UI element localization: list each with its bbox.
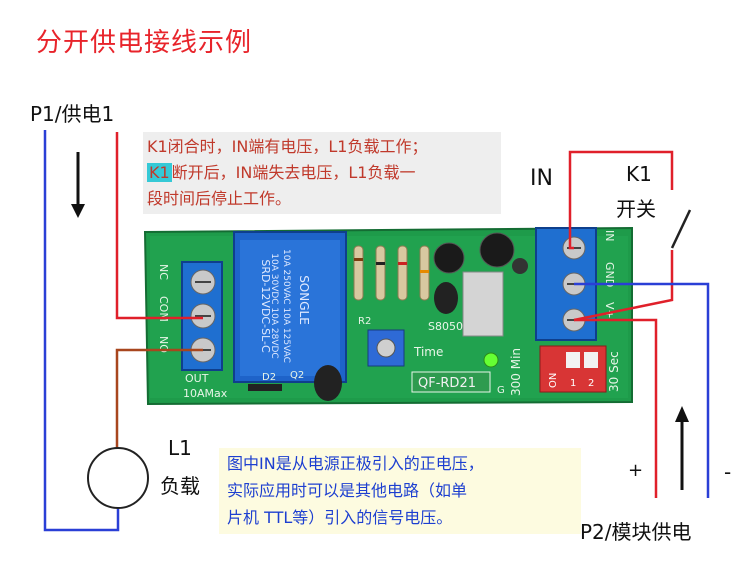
chip: [462, 271, 504, 337]
load-l1-label: L1: [168, 436, 192, 460]
load-name-label: 负载: [160, 474, 200, 498]
resistors: [353, 245, 430, 301]
note-bottom: 图中IN是从电源正极引入的正电压， 实际应用时可以是其他电路（如单 片机 TTL…: [219, 448, 581, 534]
diode: [248, 384, 282, 391]
d2-label: D2: [262, 372, 276, 383]
terminal-vplus-label: V+: [603, 302, 616, 319]
note-bottom-line1: 图中IN是从电源正极引入的正电压，: [227, 454, 484, 473]
relay-rating-1: 10A 250VAC 10A 125VAC: [281, 249, 291, 363]
relay-rating-2: 10A 30VDC 10A 28VDC: [269, 253, 279, 358]
wire-p1-positive: [115, 132, 203, 320]
note-top-line1: K1闭合时，IN端有电压，L1负载工作；: [147, 137, 428, 156]
wire-p2-positive: [574, 318, 658, 498]
left-terminal-block: [181, 261, 223, 371]
sec30-label: 30 Sec: [607, 351, 621, 392]
time-label: Time: [413, 345, 443, 359]
model-label: QF-RD21: [418, 376, 476, 391]
load-l1: [87, 447, 149, 509]
k1-switch-label: 开关: [616, 197, 656, 221]
note-top-line3: 段时间后停止工作。: [147, 189, 292, 208]
r2-label: R2: [358, 316, 371, 327]
wire-in: [568, 150, 674, 250]
terminal-com-label: COM: [157, 296, 170, 322]
out-label: OUT: [185, 372, 209, 385]
dip-1-label: 1: [570, 378, 576, 389]
p2-label: P2/模块供电: [580, 520, 692, 544]
terminal-gnd-label: GND: [603, 262, 616, 287]
led-g-label: G: [497, 385, 505, 396]
dip-2-label: 2: [588, 378, 594, 389]
s8050-label: S8050: [428, 320, 463, 333]
transistor-s8050: [434, 282, 458, 314]
transistor-q2: [314, 365, 342, 401]
note-bottom-line3: 片机 TTL等）引入的信号电压。: [227, 508, 453, 527]
in-label: IN: [530, 166, 553, 191]
wire-p2-negative: [574, 282, 710, 498]
note-bottom-line2: 实际应用时可以是其他电路（如单: [227, 481, 468, 500]
relay: SONGLE SRD-12VDC-SL-C 10A 250VAC 10A 125…: [233, 231, 347, 383]
terminal-nc-label: NC: [157, 264, 170, 280]
model-box: [411, 371, 491, 393]
wire-p1-negative: [43, 130, 120, 532]
minus-label: -: [724, 460, 732, 484]
k1-label: K1: [626, 162, 652, 186]
capacitors: [433, 232, 528, 274]
q2-label: Q2: [290, 370, 304, 381]
relay-model: SRD-12VDC-SL-C: [259, 259, 272, 353]
dip-on-label: ON: [548, 373, 559, 388]
note-top-line2-text: 断开后，IN端失去电压，L1负载一: [171, 163, 416, 182]
terminal-in-label: IN: [603, 230, 616, 241]
page-title: 分开供电接线示例: [36, 28, 253, 58]
note-top-k1-highlight: K1: [147, 163, 172, 182]
led-green: [483, 352, 499, 368]
wire-no-to-load: [115, 348, 203, 450]
min300-label: 300 Min: [509, 348, 523, 396]
relay-brand: SONGLE: [297, 275, 311, 325]
p1-label: P1/供电1: [30, 102, 115, 126]
plus-label: +: [628, 460, 644, 481]
out-rating-label: 10AMax: [183, 387, 228, 400]
k1-switch-blade: [670, 209, 692, 249]
